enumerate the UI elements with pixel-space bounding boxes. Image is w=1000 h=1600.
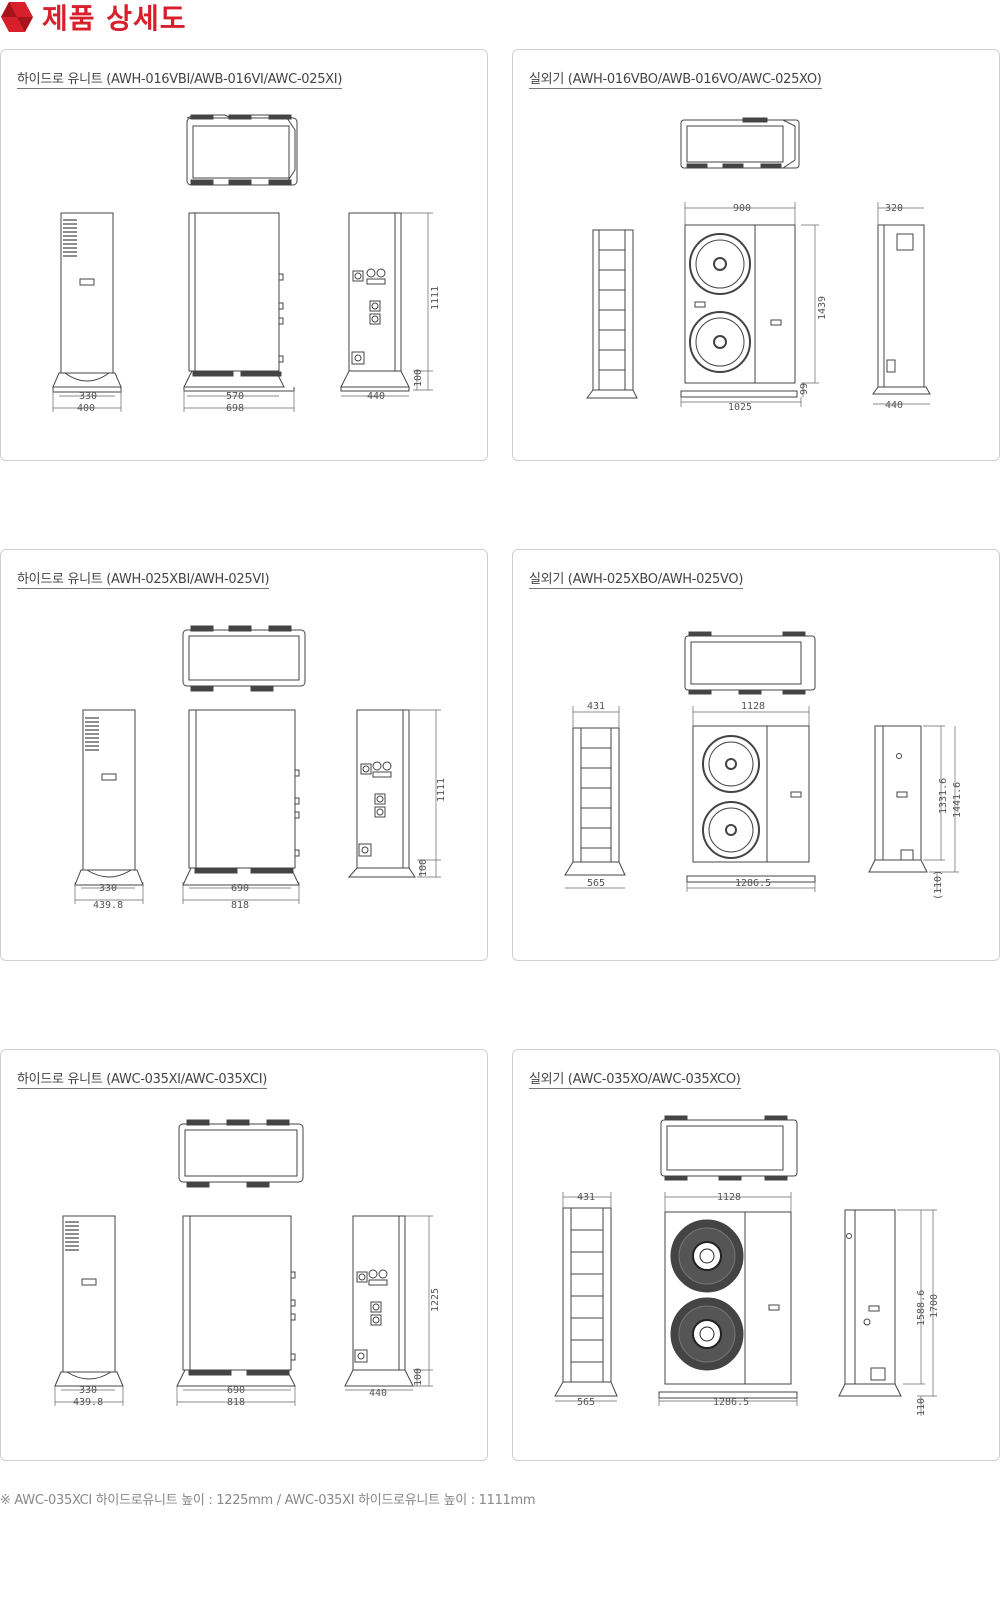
dim-front-height: 1439: [817, 296, 828, 320]
dim-side-outer: 439.8: [73, 1397, 103, 1408]
dim-height-outer: 1441.6: [952, 782, 963, 818]
page-title: 제품 상세도: [42, 2, 187, 35]
left-side-view: [74, 709, 144, 886]
dim-front-outer: 818: [231, 900, 249, 911]
right-side-view: [344, 1215, 414, 1387]
left-side-view: [554, 1207, 618, 1397]
top-view: [684, 631, 816, 695]
dim-left-bottom: 565: [577, 1397, 595, 1408]
dim-right-width: 440: [367, 391, 385, 402]
left-side-view: [564, 727, 626, 876]
dim-height: 1225: [430, 1288, 441, 1312]
panel-title: 하이드로 유니트 (AWH-025XBI/AWH-025VI): [17, 568, 270, 589]
dim-left-top: 431: [577, 1192, 595, 1203]
panel-hydro-unit-3: 하이드로 유니트 (AWC-035XI/AWC-035XCI): [0, 1049, 488, 1461]
dim-front-outer: 698: [226, 403, 244, 414]
dim-base: 100: [413, 369, 424, 387]
panel-outdoor-unit-3: 실외기 (AWC-035XO/AWC-035XCO): [512, 1049, 1000, 1461]
panel-title: 실외기 (AWC-035XO/AWC-035XCO): [529, 1068, 741, 1089]
dim-front-outer: 818: [227, 1397, 245, 1408]
right-side-view: [868, 725, 928, 873]
outdoor-unit-drawing: 431 565 1128 1286.5 1331.6 1441.6 (110): [564, 631, 963, 900]
top-view: [660, 1115, 798, 1181]
panel-hydro-unit-2: 하이드로 유니트 (AWH-025XBI/AWH-025VI): [0, 549, 488, 961]
dim-base: 100: [413, 1368, 424, 1386]
top-view: [178, 1119, 304, 1188]
dim-front-bottom: 1286.5: [735, 878, 771, 889]
dim-side-inner: 330: [79, 391, 97, 402]
dim-height-inner: 1331.6: [938, 778, 949, 814]
panel-title: 실외기 (AWH-025XBO/AWH-025VO): [529, 568, 743, 589]
section-header: 제품 상세도: [0, 0, 187, 35]
dim-left-bottom: 565: [587, 878, 605, 889]
dim-side-bottom: 440: [885, 400, 903, 411]
front-view: [680, 224, 798, 398]
dim-left-top: 431: [587, 701, 605, 712]
dim-height: 1111: [436, 778, 447, 802]
dim-front-base: 99: [799, 383, 810, 395]
dim-side-outer: 400: [77, 403, 95, 414]
panel-outdoor-unit-1: 실외기 (AWH-016VBO/AWB-016VO/AWC-025XO): [512, 49, 1000, 461]
hydro-unit-drawing: 330 400 570 698 440 1111 100: [52, 114, 441, 414]
footnote: ※ AWC-035XCI 하이드로유니트 높이 : 1225mm / AWC-0…: [0, 1493, 536, 1508]
dim-base: 110: [916, 1398, 927, 1416]
dim-right-width: 440: [369, 1388, 387, 1399]
dim-base: 100: [418, 859, 429, 877]
dim-side-inner: 330: [79, 1385, 97, 1396]
left-side-view: [586, 229, 638, 399]
right-side-view: [347, 709, 416, 878]
dim-height-outer: 1700: [929, 1294, 940, 1318]
top-view: [680, 117, 800, 169]
right-side-view: [872, 224, 931, 395]
top-view: [182, 625, 306, 692]
front-view: [183, 212, 295, 392]
dim-side-top: 320: [885, 203, 903, 214]
dim-side-inner: 330: [99, 883, 117, 894]
dim-front-inner: 690: [227, 1385, 245, 1396]
right-side-view: [340, 212, 410, 392]
outdoor-unit-drawing: 900 1439 99 1025 320 440: [586, 117, 931, 413]
dim-front-top: 1128: [717, 1192, 741, 1203]
dim-front-bottom: 1025: [728, 402, 752, 413]
dim-front-bottom: 1286.5: [713, 1397, 749, 1408]
dim-front-inner: 690: [231, 883, 249, 894]
left-side-view: [54, 1215, 124, 1387]
dim-height: 1111: [430, 286, 441, 310]
dim-front-inner: 570: [226, 391, 244, 402]
top-view: [186, 114, 298, 186]
front-view: [176, 1215, 296, 1387]
panel-hydro-unit-1: 하이드로 유니트 (AWH-016VBI/AWB-016VI/AWC-025XI…: [0, 49, 488, 461]
panel-outdoor-unit-2: 실외기 (AWH-025XBO/AWH-025VO): [512, 549, 1000, 961]
right-side-view: [838, 1209, 902, 1397]
front-view: [686, 725, 816, 883]
hydro-unit-drawing: 330 439.8 690 818 1111 100: [74, 625, 447, 911]
hydro-unit-drawing: 330 439.8 690 818 440 1225 100: [54, 1119, 441, 1408]
panel-title: 하이드로 유니트 (AWC-035XI/AWC-035XCI): [17, 1068, 267, 1089]
panel-title: 하이드로 유니트 (AWH-016VBI/AWB-016VI/AWC-025XI…: [17, 68, 342, 89]
dim-height-inner: 1588.6: [916, 1290, 927, 1326]
red-hexagon-icon: [1, 2, 33, 32]
dim-side-outer: 439.8: [93, 900, 123, 911]
front-view: [182, 709, 300, 886]
dim-front-top: 900: [733, 203, 751, 214]
dim-front-top: 1128: [741, 701, 765, 712]
left-side-view: [52, 212, 122, 393]
outdoor-unit-drawing: 431 565 1128 1286.5 1588.6 1700 110: [554, 1115, 940, 1416]
front-view: [658, 1211, 798, 1399]
dim-base: (110): [933, 870, 944, 900]
panel-title: 실외기 (AWH-016VBO/AWB-016VO/AWC-025XO): [529, 68, 822, 89]
